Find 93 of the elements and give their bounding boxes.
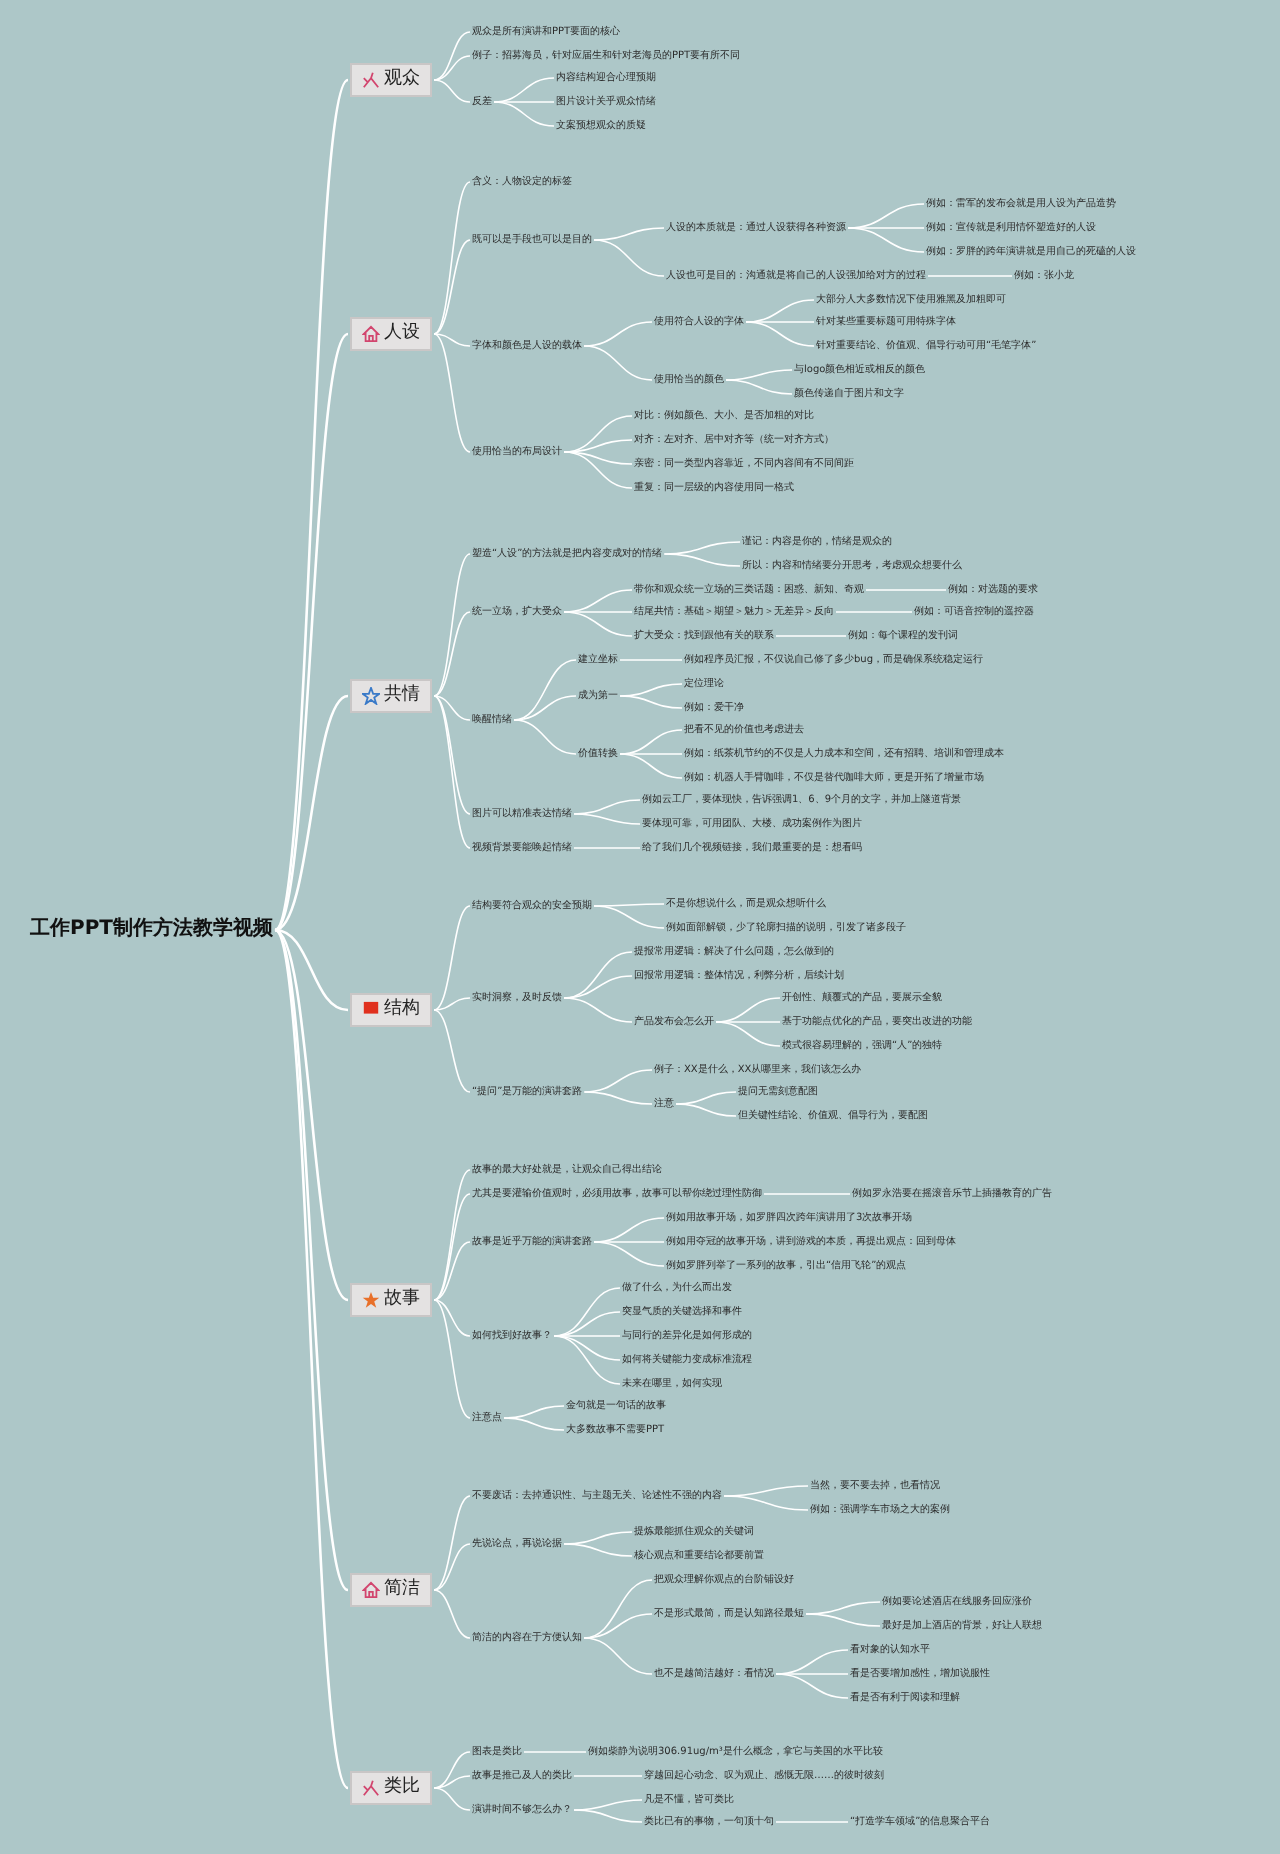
branch-line: [553, 1335, 621, 1385]
branch-line: [563, 451, 633, 489]
branch-line: [433, 181, 471, 335]
branch-line: [433, 333, 471, 453]
branch-line: [805, 1613, 881, 1627]
branch-line: [433, 997, 471, 1011]
branch-line: [619, 659, 683, 661]
branch-line: [433, 239, 471, 335]
topic-box: [350, 1283, 432, 1317]
branch-line: [745, 321, 815, 347]
branch-line: [433, 695, 471, 849]
branch-line: [563, 1543, 633, 1557]
branch-line: [433, 333, 471, 347]
branch-line: [433, 611, 471, 697]
branch-line: [273, 929, 350, 1591]
branch-line: [513, 659, 577, 721]
branch-line: [775, 1821, 849, 1823]
branch-line: [433, 55, 471, 81]
branch-line: [433, 1751, 471, 1789]
branch-line: [583, 345, 653, 381]
topic-label: 结构: [384, 999, 420, 1021]
topic-box: [350, 317, 432, 351]
branch-line: [433, 1169, 471, 1301]
branch-line: [927, 275, 1013, 277]
branch-line: [593, 1241, 665, 1267]
branch-line: [433, 1543, 471, 1591]
topic-label: 类比: [384, 1777, 420, 1799]
topic-box: [350, 993, 432, 1027]
branch-line: [433, 1299, 471, 1419]
topic-label: 共情: [384, 685, 420, 707]
branch-line: [573, 847, 641, 849]
branch-line: [563, 451, 633, 465]
topic-box: [350, 63, 432, 97]
branch-line: [513, 695, 577, 721]
topic-label: 简洁: [384, 1579, 420, 1601]
topic-label: 人设: [384, 323, 420, 345]
branch-line: [663, 553, 741, 567]
branch-line: [523, 1751, 587, 1753]
branch-line: [273, 929, 350, 1789]
branch-line: [775, 635, 847, 637]
branch-line: [583, 1613, 653, 1639]
branch-line: [273, 79, 350, 931]
topic-box: [350, 1573, 432, 1607]
branch-line: [775, 1673, 849, 1699]
branch-line: [865, 589, 947, 591]
branch-line: [433, 905, 471, 1011]
branch-line: [274, 694, 349, 932]
branch-line: [433, 1787, 471, 1811]
branch-line: [725, 379, 793, 395]
branch-line: [835, 611, 913, 613]
branch-line: [274, 928, 349, 1012]
branch-line: [433, 79, 471, 103]
branch-line: [573, 1809, 643, 1823]
topic-box: [350, 1771, 432, 1805]
branch-line: [573, 813, 641, 825]
branch-line: [433, 695, 471, 721]
branch-line: [433, 553, 471, 697]
branch-line: [553, 1335, 621, 1361]
branch-line: [433, 1241, 471, 1301]
branch-line: [433, 1193, 471, 1301]
branch-line: [273, 333, 350, 931]
branch-line: [593, 239, 665, 277]
branch-line: [563, 997, 633, 1023]
topic-box: [350, 679, 432, 713]
branch-line: [583, 1091, 653, 1105]
branch-line: [433, 1495, 471, 1591]
branch-line: [513, 719, 577, 755]
branch-line: [503, 1417, 565, 1431]
branch-line: [493, 101, 555, 127]
branch-line: [433, 1299, 471, 1337]
topic-label: 观众: [384, 69, 420, 91]
branch-line: [433, 31, 471, 81]
topic-label: 故事: [384, 1289, 420, 1311]
branch-line: [563, 611, 633, 637]
branch-line: [573, 1775, 643, 1777]
branch-line: [675, 1103, 737, 1117]
branch-line: [619, 695, 683, 709]
branch-line: [433, 1775, 471, 1789]
branch-line: [723, 1495, 809, 1511]
branch-line: [715, 1021, 781, 1047]
branch-line: [433, 1009, 471, 1093]
branch-line: [433, 695, 471, 815]
branch-line: [847, 227, 925, 253]
branch-line: [619, 753, 683, 779]
branch-line: [583, 321, 653, 347]
branch-line: [763, 1193, 851, 1195]
branch-line: [433, 1589, 471, 1639]
branch-line: [593, 227, 665, 241]
branch-line: [593, 905, 665, 929]
branch-line: [493, 101, 555, 103]
central-topic: 工作PPT制作方法教学视频: [30, 918, 273, 942]
branch-line: [583, 1637, 653, 1675]
branch-line: [274, 929, 349, 1301]
